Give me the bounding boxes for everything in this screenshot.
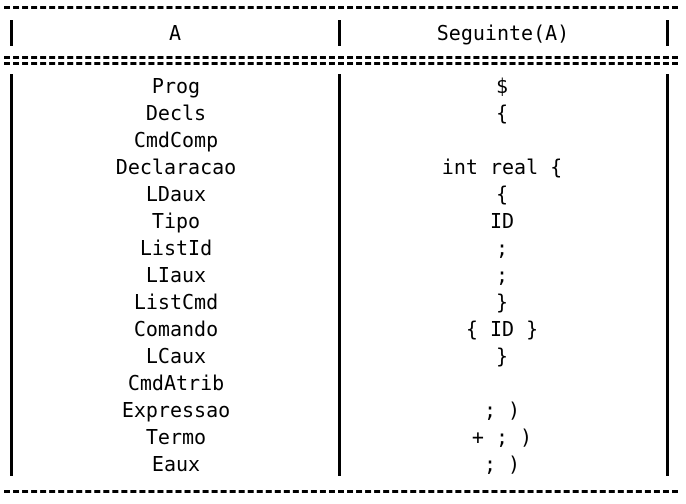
nonterminal-cell: CmdAtrib [127, 371, 225, 395]
header-center-border [338, 20, 341, 46]
nonterminal-cell: Declaracao [115, 155, 237, 179]
header-column-seguinte: Seguinte(A) [436, 21, 570, 45]
table-row: Expressao ; ) [14, 397, 666, 424]
table-row: CmdAtrib [14, 370, 666, 397]
table-row: LIaux ; [14, 262, 666, 289]
nonterminal-cell: Eaux [151, 452, 201, 476]
nonterminal-cell: Tipo [151, 209, 201, 233]
header-right-border [666, 20, 669, 46]
follow-set-cell: } [495, 290, 509, 314]
nonterminal-cell: LIaux [145, 263, 207, 287]
follow-set-cell: ; ) [483, 452, 521, 476]
header-separator-rule-2 [4, 62, 678, 65]
top-dashed-rule [4, 6, 678, 9]
header-column-a: A [168, 21, 182, 45]
table-row: ListCmd } [14, 289, 666, 316]
table-row: Eaux ; ) [14, 451, 666, 478]
table-row: LCaux } [14, 343, 666, 370]
body-center-border [338, 74, 341, 476]
header-separator-rule-1 [4, 56, 678, 59]
nonterminal-cell: Comando [133, 317, 219, 341]
table-row: Termo + ; ) [14, 424, 666, 451]
header-left-border [10, 20, 13, 46]
follow-set-cell: ; [495, 263, 509, 287]
follow-set-cell: + ; ) [471, 425, 533, 449]
table-row: ListId ; [14, 235, 666, 262]
nonterminal-cell: LDaux [145, 182, 207, 206]
table-row: Prog $ [14, 73, 666, 100]
nonterminal-cell: Termo [145, 425, 207, 449]
table-row: Tipo ID [14, 208, 666, 235]
follow-set-cell: } [495, 344, 509, 368]
follow-set-cell: ID [489, 209, 515, 233]
body-right-border [666, 74, 669, 476]
follow-set-cell: int real { [441, 155, 563, 179]
nonterminal-cell: Prog [151, 74, 201, 98]
follow-set-cell: { ID } [465, 317, 539, 341]
follow-set-cell: $ [495, 74, 509, 98]
table-row: Declaracao int real { [14, 154, 666, 181]
table-row: LDaux { [14, 181, 666, 208]
nonterminal-cell: LCaux [145, 344, 207, 368]
nonterminal-cell: Expressao [121, 398, 231, 422]
nonterminal-cell: Decls [145, 101, 207, 125]
table-body: Prog $ Decls { CmdComp Declaracao int re… [14, 73, 666, 478]
bottom-dashed-rule [4, 490, 678, 493]
table-row: Comando { ID } [14, 316, 666, 343]
table-row: Decls { [14, 100, 666, 127]
follow-set-cell: ; ) [483, 398, 521, 422]
follow-set-cell [338, 370, 666, 397]
nonterminal-cell: ListCmd [133, 290, 219, 314]
follow-set-cell: { [495, 182, 509, 206]
table-row: CmdComp [14, 127, 666, 154]
nonterminal-cell: ListId [139, 236, 213, 260]
follow-set-cell: { [495, 101, 509, 125]
follow-set-cell: ; [495, 236, 509, 260]
body-left-border [10, 74, 13, 476]
nonterminal-cell: CmdComp [133, 128, 219, 152]
follow-set-cell [338, 127, 666, 154]
